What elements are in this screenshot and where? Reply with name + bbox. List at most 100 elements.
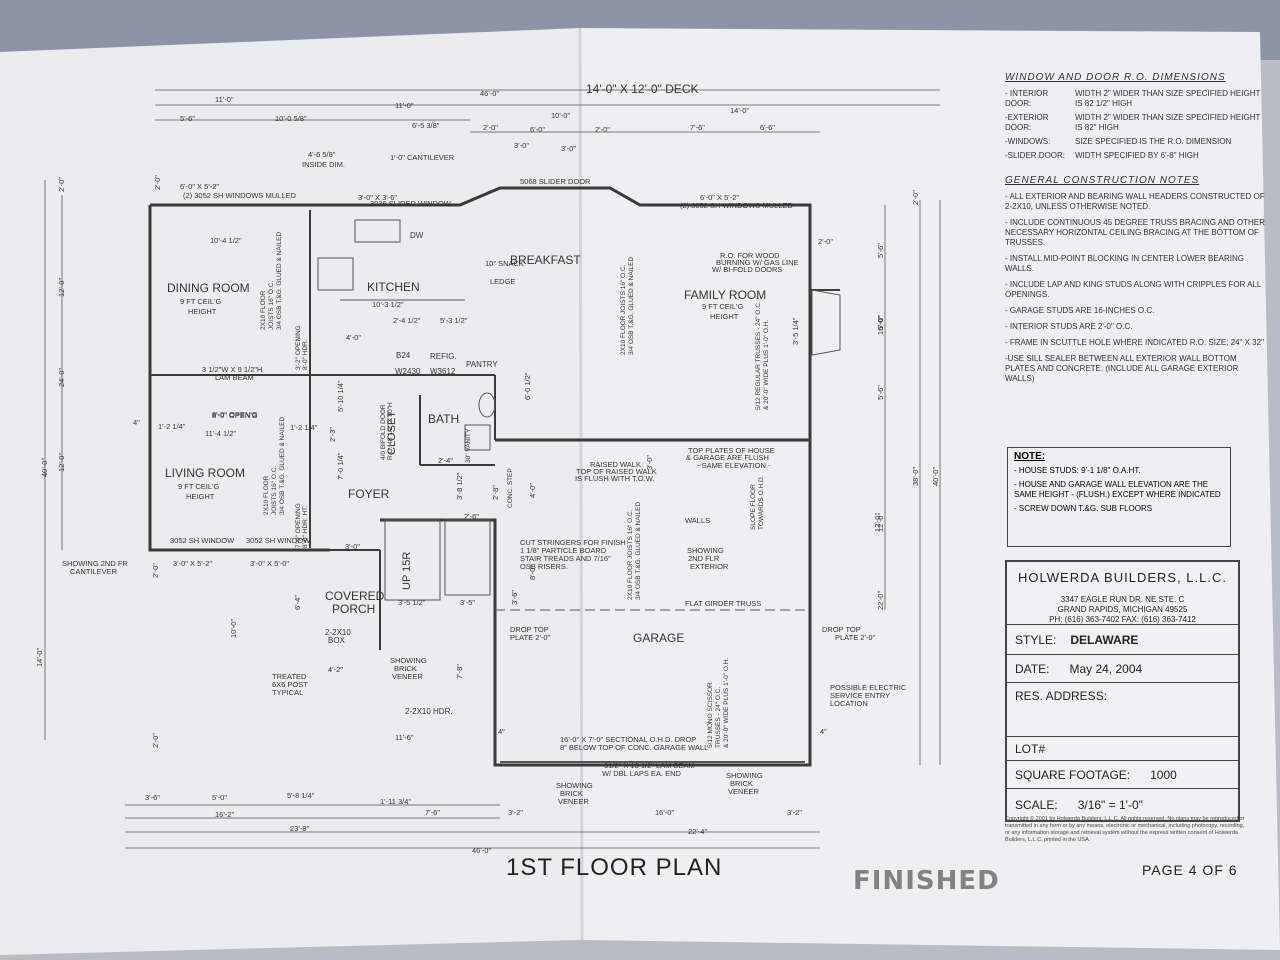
note-box-heading: NOTE: <box>1014 451 1046 462</box>
note-label: RAISED WALK <box>590 460 641 469</box>
note-label: POSSIBLE ELECTRIC <box>830 683 907 692</box>
dim-text: 2'-0" <box>151 733 160 748</box>
style-value: DELAWARE <box>1070 632 1139 647</box>
ro-key: -SLIDER DOOR: <box>1005 151 1066 160</box>
note-label: 3052 SH WINDOW <box>170 536 235 545</box>
dim-text: 12'-0" <box>57 453 66 472</box>
dim-text: 4'-0" <box>346 333 361 342</box>
note-label: TOP OF RAISED WALK <box>576 467 657 476</box>
dim-text: 5'-10 1/4" <box>336 380 345 412</box>
dim-text: 3'-5 1/2" <box>398 598 426 607</box>
toilet <box>478 392 496 418</box>
truss-note: 5/12 MONO SCISSOR <box>707 682 714 748</box>
note-label: LOCATION <box>830 699 868 708</box>
joist-note: JOISTS 16" O.C. <box>268 281 275 330</box>
notes-panel: WINDOW AND DOOR R.O. DIMENSIONS - INTERI… <box>1005 72 1267 390</box>
note-box-item: - HOUSE STUDS: 9'-1 1/8" O.A.HT. <box>1014 466 1141 475</box>
dim-text: 7'-6" <box>425 808 440 817</box>
dim-text: 10'-0" <box>229 619 238 638</box>
dim-text: 6'-0 1/2" <box>523 372 532 400</box>
joist-note: 2X10 FLOOR JOISTS 16" O.C. <box>627 509 634 600</box>
dim-text: 11'-6" <box>395 733 414 742</box>
construction-note: - INSTALL MID-POINT BLOCKING IN CENTER L… <box>1005 254 1244 273</box>
truss-note: & 20'-0" WIDE PLUS 1'-0" O.H. <box>763 320 770 410</box>
dim-text: 16'-0" <box>655 808 674 817</box>
dim-text: 6'-0" <box>530 125 545 134</box>
joist-note: 3/4 OSB T.&G. GLUED & NAILED <box>279 417 286 515</box>
closet-note: R.O. 48 1/2" X 80"H <box>387 402 394 460</box>
paper-left <box>0 28 580 955</box>
kitchen-sink <box>354 219 401 243</box>
dim-text: 3'-6" <box>145 793 160 802</box>
room-label: KITCHEN <box>367 280 420 294</box>
date-label: DATE: <box>1015 661 1050 676</box>
dim-text: 2'-0" <box>151 563 160 578</box>
ro-row: - INTERIOR DOOR:WIDTH 2" WIDER THAN SIZE… <box>1005 89 1267 109</box>
note-label: VENEER <box>392 672 423 681</box>
sqft-value: 1000 <box>1150 767 1177 782</box>
dim-text: 3'-5 1/4" <box>791 317 800 345</box>
room-label: DINING ROOM <box>167 281 250 295</box>
room-label: 14'-0" X 12'-0" DECK <box>586 82 698 96</box>
room-label: LIVING ROOM <box>165 466 245 480</box>
note-label: PLATE 2'-0" <box>510 633 551 642</box>
dim-text: 4'-0" <box>528 483 537 498</box>
note-label: 2ND FLR <box>688 554 720 563</box>
ro-value: WIDTH 2" WIDER THAN SIZE SPECIFIED HEIGH… <box>1075 113 1261 132</box>
room-label: COVERED <box>325 589 385 603</box>
dim-text: 7'-6" <box>690 123 705 132</box>
room-label: FAMILY ROOM <box>684 288 766 302</box>
note-label: 1 1/8" PARTICLE BOARD <box>520 546 607 555</box>
dim-text: 7'-8" <box>455 664 464 679</box>
dim-text: 4" <box>820 727 827 736</box>
joist-note: JOISTS 16" O.C. <box>271 466 278 515</box>
appliance-label: W3612 <box>430 367 456 376</box>
dim-text: 3'-0" <box>645 455 654 470</box>
dim-text: 6'-4" <box>293 595 302 610</box>
construction-note: - INCLUDE CONTINUOUS 45 DEGREE TRUSS BRA… <box>1005 218 1265 247</box>
dim-text: 2'-6" <box>464 512 479 521</box>
stair-treads <box>384 519 441 601</box>
plan-title: 1ST FLOOR PLAN <box>506 854 723 881</box>
dim-text: 16'-2" <box>215 810 234 819</box>
dim-text: 5'-0" <box>212 793 227 802</box>
note-label: W/ DBL LAPS EA. END <box>602 769 681 778</box>
note-label: PLATE 2'-0" <box>835 633 876 642</box>
note-label: VENEER <box>728 787 759 796</box>
vanity-note: 30" VANITY <box>465 428 472 463</box>
closet-label: CLOSET <box>386 411 398 455</box>
truss-note: 5/12 REGULAR TRUSSES - 24" O.C. <box>755 301 762 410</box>
truss-note: TRUSSES - 24" O.C. <box>715 687 722 748</box>
note-label: & GARAGE ARE FLUSH <box>686 453 769 462</box>
dim-text: 2'-3" <box>328 427 337 442</box>
note-label: STAIR TREADS AND 7/16" <box>520 554 611 563</box>
note-label: TYPICAL <box>272 688 303 697</box>
dim-text: 5'-0" <box>876 315 885 330</box>
bath-vanity <box>464 424 491 451</box>
opening-note: 8'-0" HDR. <box>302 339 309 370</box>
style-label: STYLE: <box>1015 632 1057 647</box>
room-detail: HEIGHT <box>188 307 217 316</box>
room-detail: HEIGHT <box>186 492 215 501</box>
dim-text: 24'-0" <box>57 368 66 387</box>
joist-note: 3/4 OSB T.&G. GLUED & NAILED <box>628 257 635 355</box>
note-label: 3 1/2"W X 9 1/2"H <box>202 365 262 374</box>
dim-text: 2'-8" <box>491 485 500 500</box>
note-label: TREATED <box>272 672 307 681</box>
dim-text: 5'-6" <box>876 243 885 258</box>
res-address-label: RES. ADDRESS: <box>1015 689 1108 703</box>
appliance-label: PANTRY <box>466 360 498 369</box>
dim-text: 3'-0" <box>561 144 576 153</box>
dim-text: 11'-0" <box>395 101 414 110</box>
dim-text: 5'-8 1/4" <box>287 791 315 800</box>
joist-note: 3/4 OSB T.&G. GLUED & NAILED <box>276 232 283 330</box>
address-line: GRAND RAPIDS, MICHIGAN 49525 <box>1057 605 1188 614</box>
date-row: DATE:May 24, 2004 <box>1007 654 1238 682</box>
note-label: 8" BELOW TOP OF CONC. GARAGE WALL <box>560 743 708 752</box>
note-label: EXTERIOR <box>690 562 729 571</box>
sqft-row: SQUARE FOOTAGE:1000 <box>1007 760 1238 788</box>
note-label: SERVICE ENTRY <box>830 691 890 700</box>
room-detail: HEIGHT <box>710 312 739 321</box>
